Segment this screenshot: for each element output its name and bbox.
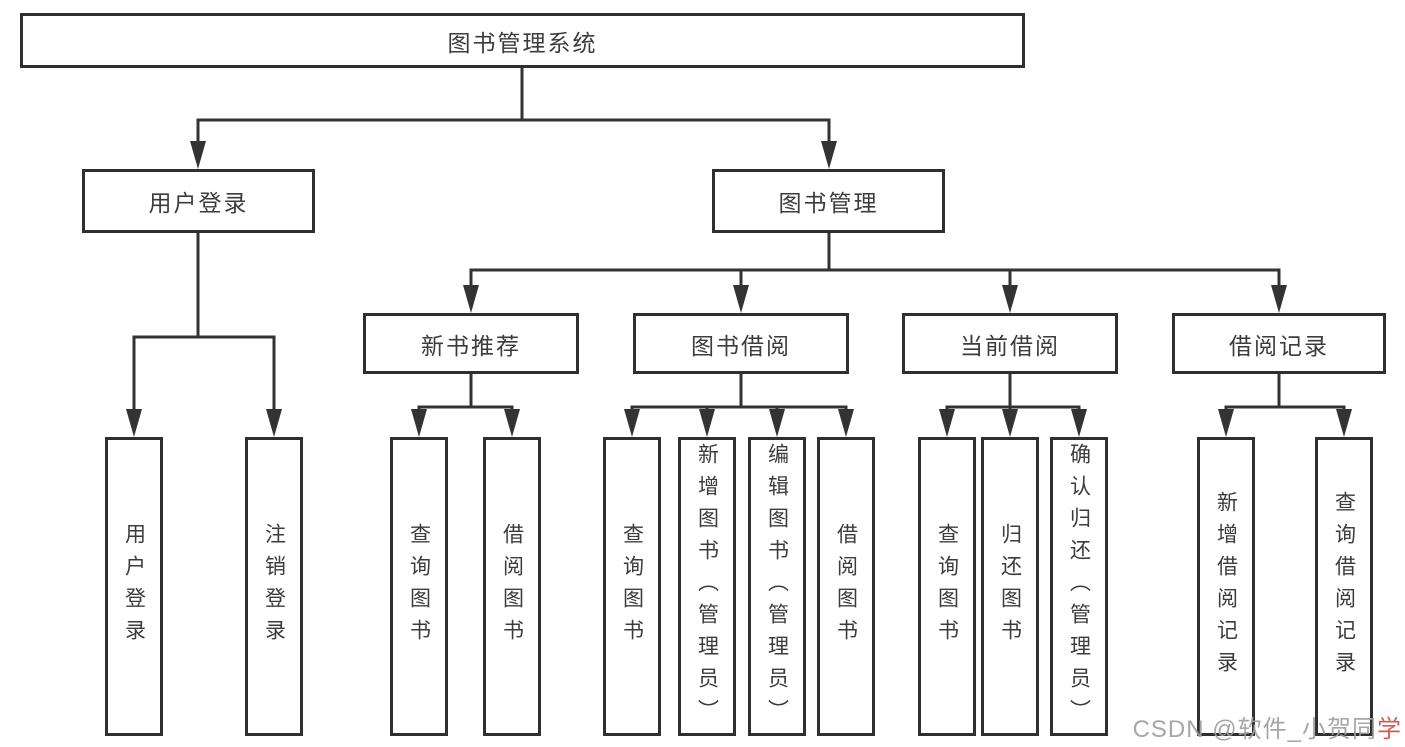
- leaf-logout: 注销登录: [245, 437, 303, 736]
- arrowheads: [126, 141, 1352, 437]
- leaf-cb-query-book: 查询图书: [918, 437, 976, 736]
- node-book-borrow: 图书借阅: [633, 313, 849, 374]
- watermark-accent: 学: [1377, 716, 1402, 743]
- leaf-nb-borrow-book: 借阅图书: [483, 437, 541, 736]
- node-library-management-system: 图书管理系统: [20, 13, 1025, 68]
- leaf-br-query-record: 查询借阅记录: [1315, 437, 1373, 736]
- node-borrow-records: 借阅记录: [1172, 313, 1386, 374]
- node-current-borrow: 当前借阅: [902, 313, 1118, 374]
- node-book-management: 图书管理: [712, 169, 945, 233]
- watermark-prefix: CSDN @: [1132, 716, 1238, 743]
- watermark-name: 软件_小贺同: [1237, 716, 1377, 743]
- leaf-br-add-record: 新增借阅记录: [1197, 437, 1255, 736]
- node-user-login: 用户登录: [82, 169, 315, 233]
- node-new-book-recommend: 新书推荐: [363, 313, 579, 374]
- leaf-bb-add-book-admin: 新增图书（管理员）: [678, 437, 736, 736]
- leaf-bb-edit-book-admin: 编辑图书（管理员）: [748, 437, 806, 736]
- leaf-user-login: 用户登录: [105, 437, 163, 736]
- leaf-bb-borrow-book: 借阅图书: [817, 437, 875, 736]
- leaf-cb-return-book: 归还图书: [981, 437, 1039, 736]
- leaf-bb-query-book: 查询图书: [603, 437, 661, 736]
- leaf-cb-confirm-return-admin: 确认归还（管理员）: [1050, 437, 1108, 736]
- leaf-nb-query-book: 查询图书: [390, 437, 448, 736]
- csdn-watermark: CSDN @软件_小贺同学: [1133, 709, 1402, 744]
